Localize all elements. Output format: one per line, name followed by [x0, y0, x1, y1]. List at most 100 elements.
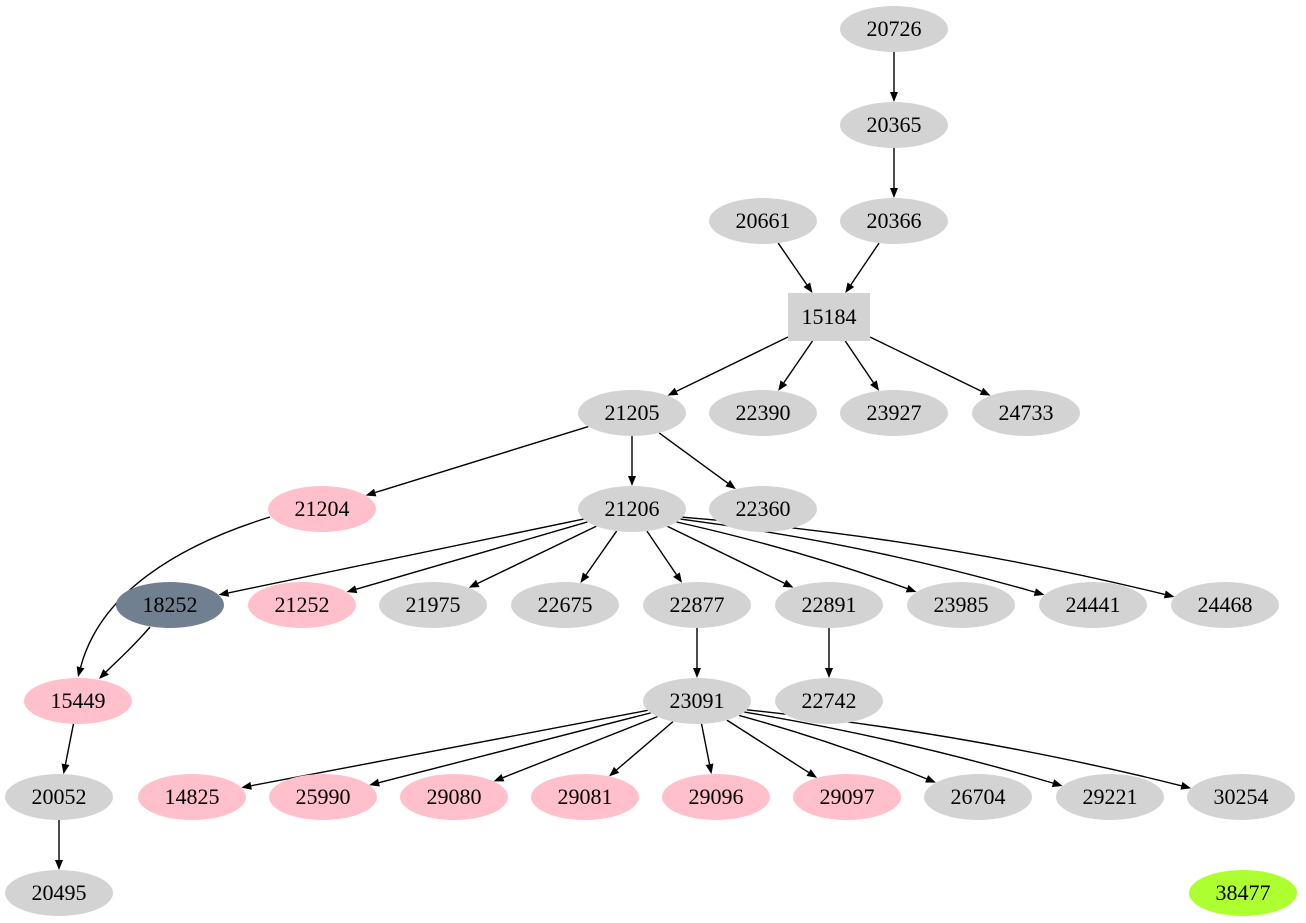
edge-15184-23927	[844, 340, 880, 391]
node-label: 20365	[867, 112, 922, 137]
node-shape-ellipse	[775, 582, 883, 628]
node-shape-ellipse	[1056, 774, 1164, 820]
edge-line	[585, 530, 618, 576]
edge-line	[616, 721, 674, 771]
edge-21206-18252	[218, 518, 584, 597]
node-shape-ellipse	[709, 486, 817, 532]
node-label: 29096	[689, 784, 744, 809]
edge-arrowhead-icon	[925, 775, 936, 783]
edge-arrowhead-icon	[241, 781, 252, 790]
edge-line	[738, 714, 927, 780]
edge-arrowhead-icon	[1180, 781, 1192, 790]
node-label: 29080	[427, 784, 482, 809]
node-shape-ellipse	[972, 390, 1080, 436]
node-21206: 21206	[578, 486, 686, 532]
edge-arrowhead-icon	[76, 666, 85, 677]
edge-arrowhead-icon	[1033, 588, 1045, 596]
node-label: 30254	[1214, 784, 1269, 809]
node-label: 20726	[867, 16, 922, 41]
edge-15184-21205	[667, 336, 789, 396]
node-shape-ellipse	[248, 582, 356, 628]
edge-21206-22891	[667, 525, 794, 588]
node-shape-ellipse	[924, 774, 1032, 820]
edge-20052-20495	[55, 820, 63, 870]
edge-line	[777, 242, 808, 286]
node-shape-ellipse	[138, 774, 246, 820]
node-30254: 30254	[1187, 774, 1295, 820]
edge-23091-29097	[726, 719, 818, 778]
edge-arrowhead-icon	[890, 92, 898, 102]
edge-arrowhead-icon	[99, 669, 109, 679]
node-label: 23927	[867, 400, 922, 425]
edge-arrowhead-icon	[218, 588, 230, 597]
edge-21205-22360	[658, 432, 736, 490]
edge-line	[676, 521, 908, 590]
node-29221: 29221	[1056, 774, 1164, 820]
node-shape-ellipse	[793, 774, 901, 820]
node-24468: 24468	[1171, 582, 1279, 628]
edge-line	[378, 712, 651, 784]
node-22390: 22390	[709, 390, 817, 436]
node-shape-ellipse	[5, 870, 113, 916]
edge-arrowhead-icon	[628, 476, 636, 486]
node-label: 20661	[736, 208, 791, 233]
node-20366: 20366	[840, 198, 948, 244]
node-22891: 22891	[775, 582, 883, 628]
node-label: 22891	[802, 592, 857, 617]
node-shape-ellipse	[709, 198, 817, 244]
node-21975: 21975	[379, 582, 487, 628]
edge-line	[869, 336, 982, 392]
node-23091: 23091	[643, 678, 751, 724]
edge-20366-15184	[845, 242, 880, 293]
edge-arrowhead-icon	[778, 380, 788, 391]
node-29080: 29080	[400, 774, 508, 820]
node-20661: 20661	[709, 198, 817, 244]
node-15184: 15184	[788, 293, 870, 341]
edge-arrowhead-icon	[890, 188, 898, 198]
node-shape-ellipse	[400, 774, 508, 820]
edge-21206-22675	[580, 530, 618, 583]
edge-21206-21252	[346, 521, 588, 594]
edge-line	[700, 723, 711, 765]
edge-line	[375, 425, 589, 494]
node-shape-ellipse	[907, 582, 1015, 628]
edge-21205-21204	[365, 425, 589, 497]
node-22360: 22360	[709, 486, 817, 532]
node-label: 22877	[670, 592, 725, 617]
edge-line	[502, 715, 658, 779]
node-label: 22675	[538, 592, 593, 617]
node-shape-ellipse	[379, 582, 487, 628]
edge-line	[228, 518, 584, 594]
node-14825: 14825	[138, 774, 246, 820]
node-29081: 29081	[531, 774, 639, 820]
node-label: 20052	[32, 784, 87, 809]
edge-arrowhead-icon	[609, 766, 620, 777]
edge-line	[850, 242, 880, 286]
edge-line	[355, 521, 588, 590]
node-18252: 18252	[116, 582, 224, 628]
node-shape-box	[788, 293, 870, 341]
edge-arrowhead-icon	[806, 769, 818, 778]
node-shape-ellipse	[775, 678, 883, 724]
node-21204: 21204	[268, 486, 376, 532]
node-shape-ellipse	[709, 390, 817, 436]
edge-line	[744, 711, 1054, 784]
edge-22891-22742	[825, 628, 833, 678]
node-24441: 24441	[1039, 582, 1147, 628]
edge-line	[79, 516, 271, 668]
node-shape-ellipse	[1187, 774, 1295, 820]
node-21205: 21205	[578, 390, 686, 436]
edge-arrowhead-icon	[803, 282, 813, 293]
edge-arrowhead-icon	[845, 282, 855, 293]
node-shape-ellipse	[578, 486, 686, 532]
edge-22877-23091	[693, 628, 701, 678]
node-38477: 38477	[1189, 870, 1297, 916]
edge-arrowhead-icon	[693, 668, 701, 678]
node-shape-ellipse	[24, 678, 132, 724]
edge-23091-29096	[700, 723, 714, 775]
node-20726: 20726	[840, 6, 948, 52]
edge-23091-26704	[738, 714, 936, 783]
edge-arrowhead-icon	[468, 579, 480, 588]
edge-21204-15449	[76, 516, 271, 677]
edge-20365-20366	[890, 148, 898, 198]
